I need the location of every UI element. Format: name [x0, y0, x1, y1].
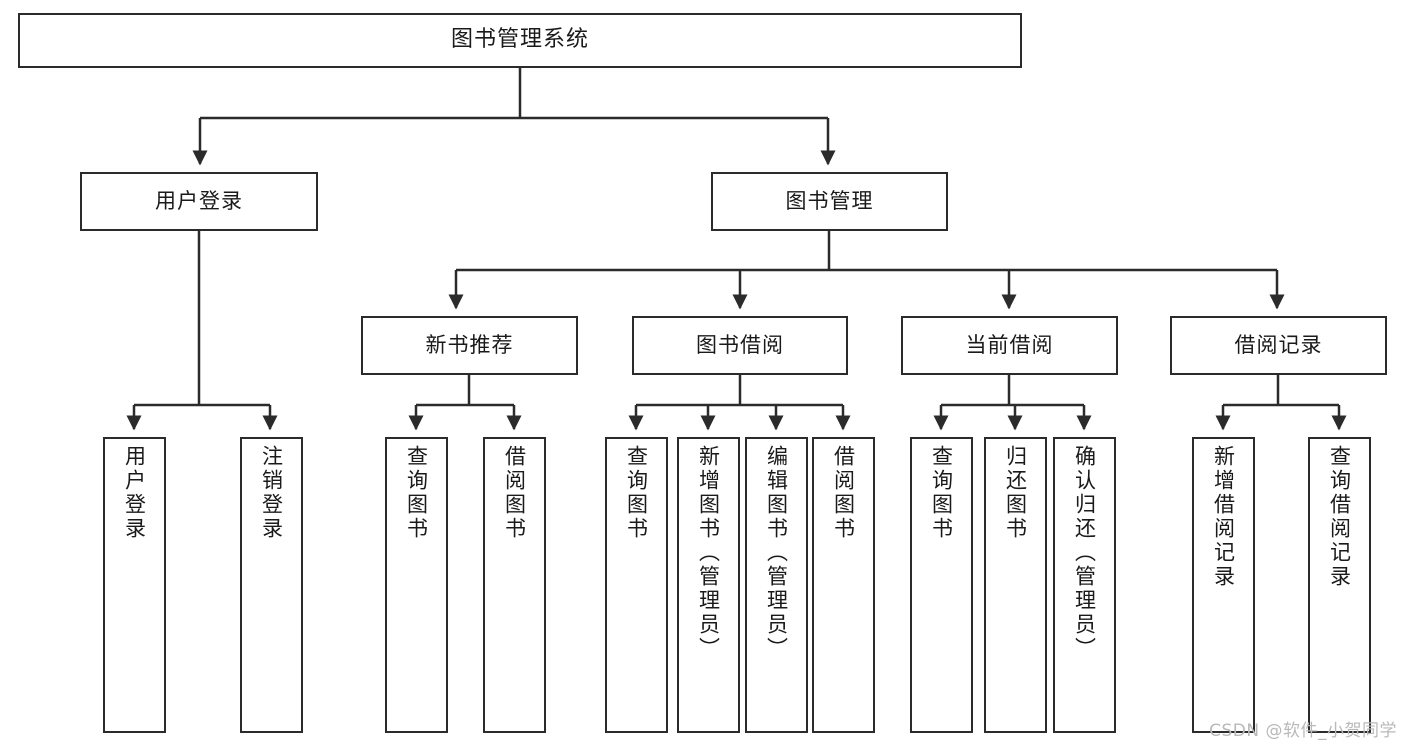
leaf-return-book[interactable]: 归还图书	[984, 437, 1047, 733]
leaf-label: 查询图书	[624, 445, 649, 541]
leaf-label: 用户登录	[122, 445, 147, 541]
leaf-borrow-book-recommend[interactable]: 借阅图书	[483, 437, 546, 733]
node-root[interactable]: 图书管理系统	[18, 13, 1022, 68]
node-book-borrow[interactable]: 图书借阅	[632, 316, 848, 375]
leaf-add-borrow-record[interactable]: 新增借阅记录	[1192, 437, 1255, 733]
leaf-label: 借阅图书	[502, 445, 527, 541]
leaf-edit-book-admin[interactable]: 编辑图书（管理员）	[745, 437, 808, 733]
leaf-label: 借阅图书	[831, 445, 856, 541]
leaf-label: 归还图书	[1003, 445, 1028, 541]
leaf-label: 查询图书	[404, 445, 429, 541]
leaf-label: 查询借阅记录	[1327, 445, 1352, 589]
leaf-label: 新增图书（管理员）	[696, 445, 721, 661]
leaf-add-book-admin[interactable]: 新增图书（管理员）	[677, 437, 740, 733]
node-book-management[interactable]: 图书管理	[711, 172, 948, 231]
leaf-label: 编辑图书（管理员）	[764, 445, 789, 661]
leaf-query-book-recommend[interactable]: 查询图书	[385, 437, 448, 733]
node-current-borrow[interactable]: 当前借阅	[901, 316, 1118, 375]
leaf-query-book[interactable]: 查询图书	[605, 437, 668, 733]
leaf-label: 确认归还（管理员）	[1072, 445, 1097, 661]
leaf-logout[interactable]: 注销登录	[240, 437, 303, 733]
leaf-user-login[interactable]: 用户登录	[103, 437, 166, 733]
leaf-query-borrow-record[interactable]: 查询借阅记录	[1308, 437, 1371, 733]
node-borrow-records[interactable]: 借阅记录	[1170, 316, 1387, 375]
leaf-label: 查询图书	[929, 445, 954, 541]
node-new-book-recommend[interactable]: 新书推荐	[361, 316, 578, 375]
leaf-label: 新增借阅记录	[1211, 445, 1236, 589]
leaf-label: 注销登录	[259, 445, 284, 541]
node-user-login[interactable]: 用户登录	[80, 172, 318, 231]
leaf-query-book-current[interactable]: 查询图书	[910, 437, 973, 733]
leaf-confirm-return-admin[interactable]: 确认归还（管理员）	[1053, 437, 1116, 733]
leaf-borrow-book[interactable]: 借阅图书	[812, 437, 875, 733]
watermark-text: CSDN @软件_小贺同学	[1209, 721, 1397, 741]
